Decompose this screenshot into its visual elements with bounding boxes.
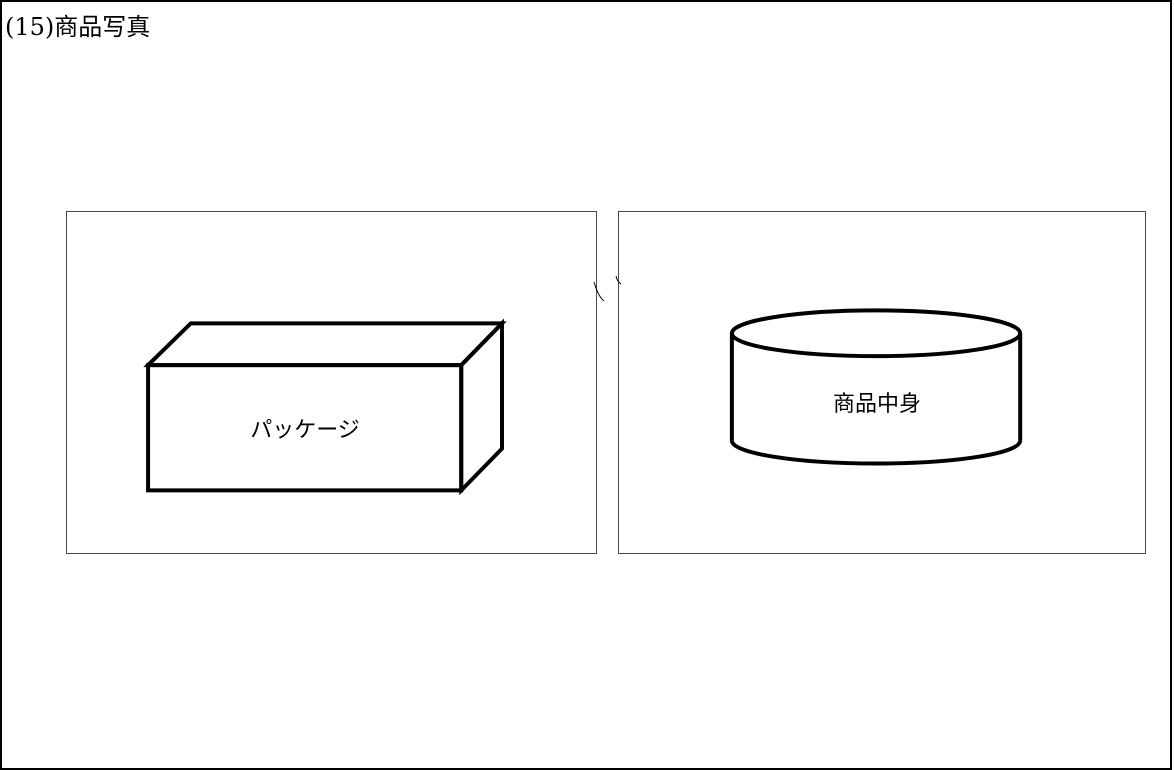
package-box-shape [143,318,507,496]
stray-mark [593,275,622,302]
box-side-face [459,318,504,496]
cylinder-top [729,308,1023,359]
package-photo-panel: パッケージ [66,211,597,554]
contents-photo-panel: 商品中身 [618,211,1146,554]
section-title: (15)商品写真 [5,13,151,41]
box-top-face [143,321,507,368]
contents-label: 商品中身 [832,392,921,417]
package-label: パッケージ [250,418,360,443]
cylinder-bottom [729,440,1023,466]
contents-cylinder-shape [729,308,1023,466]
